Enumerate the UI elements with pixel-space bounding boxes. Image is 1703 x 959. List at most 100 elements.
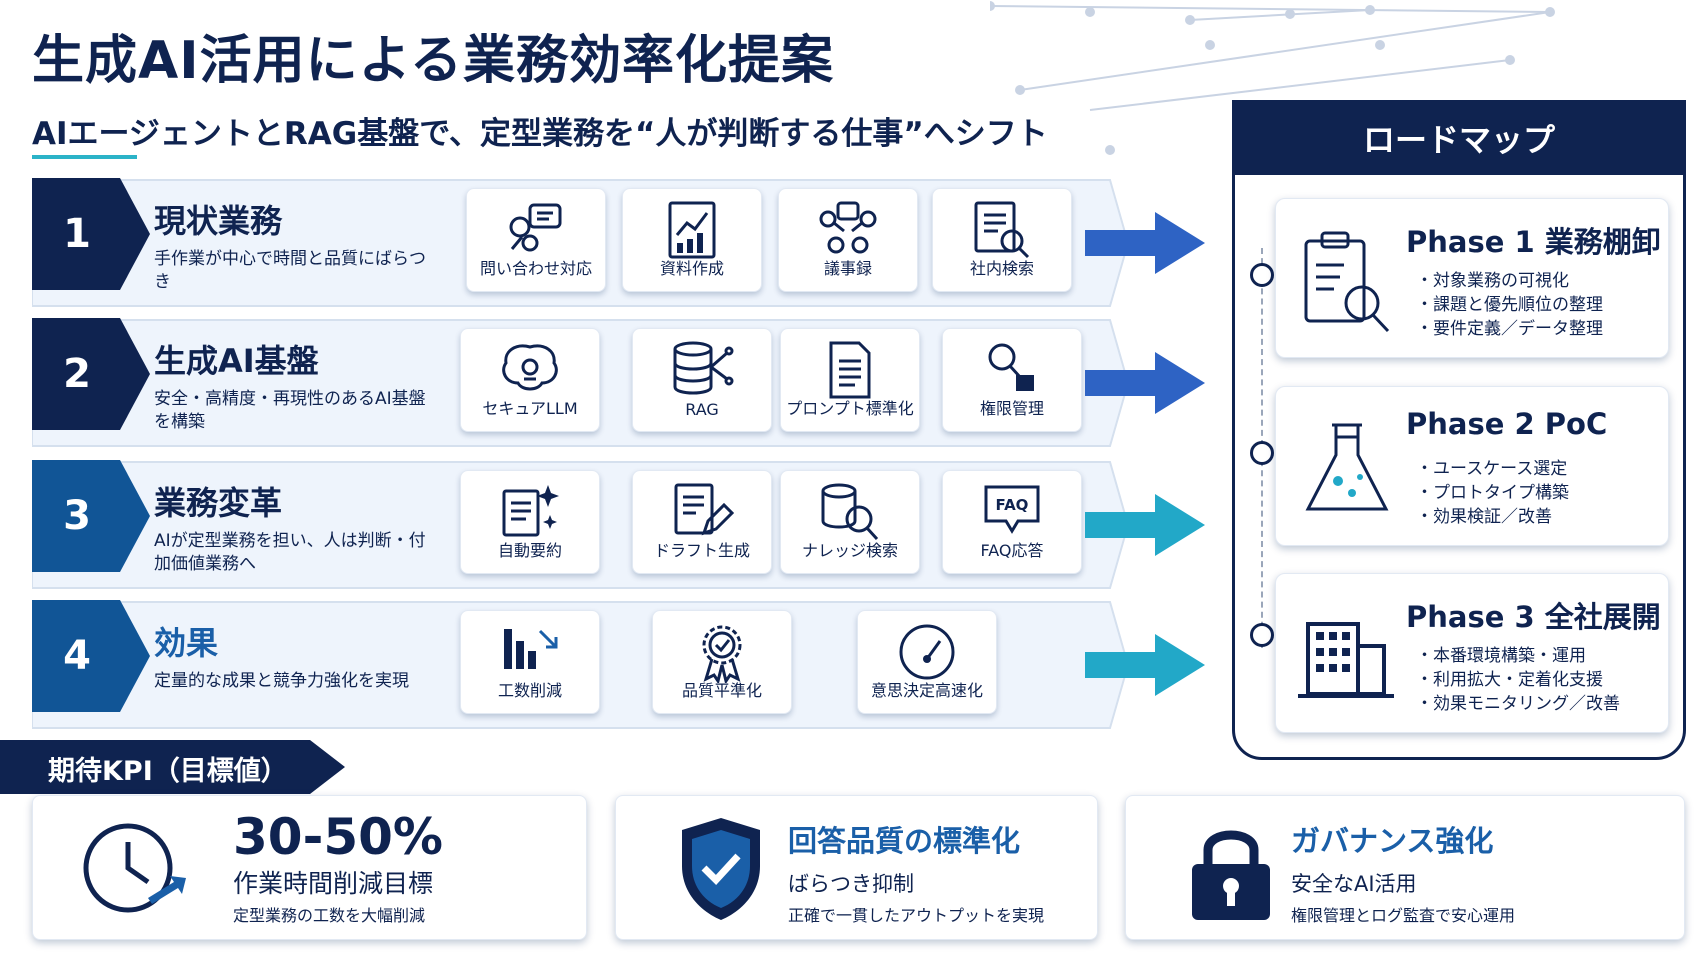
card-auto-summary: 自動要約: [460, 470, 600, 574]
card-label: 工数削減: [497, 681, 562, 700]
phase-item: ・効果モニタリング／改善: [1416, 694, 1620, 714]
flow-arrow: [1085, 494, 1205, 556]
phase-item: ・プロトタイプ構築: [1416, 483, 1569, 503]
phase-card-1: Phase 1 業務棚卸 ・対象業務の可視化 ・課題と優先順位の整理 ・要件定義…: [1275, 198, 1669, 358]
row-business-transformation: 3 業務変革 AIが定型業務を担い、人は判断・付加価値業務へ 自動要約 ドラフト…: [32, 460, 1132, 590]
row-number-badge: [32, 318, 150, 430]
card-label: セキュアLLM: [482, 399, 578, 418]
phase-items: ・ユースケース選定 ・プロトタイプ構築 ・効果検証／改善: [1416, 457, 1569, 529]
phase-title: Phase 1 業務棚卸: [1406, 225, 1661, 259]
kpi-card-time: 30-50% 作業時間削減目標 定型業務の工数を大幅削減: [32, 795, 587, 940]
kpi-note: 正確で一貫したアウトプットを実現: [788, 906, 1045, 925]
flask-icon: [1305, 423, 1389, 511]
kpi-card-governance: ガバナンス強化 安全なAI活用 権限管理とログ監査で安心運用: [1125, 795, 1685, 940]
row-number-badge: [32, 600, 150, 712]
card-label: 問い合わせ対応: [479, 259, 592, 278]
inquiry-icon: [509, 203, 562, 252]
card-label: RAG: [685, 400, 719, 419]
brain-icon: [502, 344, 558, 391]
row-number-badge: [32, 460, 150, 572]
faq-icon-text: FAQ: [996, 496, 1029, 514]
clock-arrow-icon: [83, 823, 186, 913]
phase-items: ・本番環境構築・運用 ・利用拡大・定着化支援 ・効果モニタリング／改善: [1416, 644, 1620, 716]
edit-document-icon: [674, 483, 734, 536]
phase-item: ・本番環境構築・運用: [1416, 646, 1586, 666]
card-label: ナレッジ検索: [801, 541, 898, 560]
subtitle-underline: [32, 155, 137, 159]
row-title: 現状業務: [154, 202, 283, 240]
card-faq: FAQ FAQ応答: [942, 470, 1082, 574]
card-knowledge-search: ナレッジ検索: [780, 470, 920, 574]
card-label: ドラフト生成: [653, 541, 750, 560]
card-rag: RAG: [632, 328, 772, 432]
kpi-card-quality: 回答品質の標準化 ばらつき抑制 正確で一貫したアウトプットを実現: [615, 795, 1098, 940]
row-title: 生成AI基盤: [154, 342, 319, 380]
phase-title: Phase 3 全社展開: [1406, 600, 1661, 634]
flow-arrow: [1085, 352, 1205, 414]
chart-document-icon: [668, 201, 716, 259]
kpi-label: 安全なAI活用: [1291, 872, 1417, 896]
roadmap-title: ロードマップ: [1232, 100, 1686, 175]
card-secure-llm: セキュアLLM: [460, 328, 600, 432]
row-effects: 4 効果 定量的な成果と競争力強化を実現 工数削減 品質平準化 意思決定高速化: [32, 600, 1132, 730]
row-description: 安全・高精度・再現性のあるAI基盤を構築: [154, 389, 426, 432]
card-internal-search: 社内検索: [932, 188, 1072, 292]
row-ai-platform: 2 生成AI基盤 安全・高精度・再現性のあるAI基盤を構築 セキュアLLM RA…: [32, 318, 1132, 448]
card-draft-generation: ドラフト生成: [632, 470, 772, 574]
card-label: 権限管理: [979, 399, 1044, 418]
gauge-icon: [899, 624, 955, 680]
card-label: 品質平準化: [681, 681, 762, 700]
card-inquiry: 問い合わせ対応: [466, 188, 606, 292]
sparkle-document-icon: [502, 485, 559, 537]
timeline-dot: [1250, 263, 1274, 287]
card-label: 資料作成: [659, 259, 724, 278]
row-description: 定量的な成果と競争力強化を実現: [154, 671, 409, 691]
shield-check-icon: [682, 818, 760, 920]
badge-check-icon: [702, 625, 742, 683]
phase-item: ・利用拡大・定着化支援: [1416, 670, 1603, 690]
row-description: AIが定型業務を担い、人は判断・付加価値業務へ: [154, 531, 426, 574]
card-quality-leveling: 品質平準化: [652, 610, 792, 714]
kpi-label: ばらつき抑制: [788, 872, 914, 896]
padlock-icon: [1192, 830, 1270, 920]
network-decoration: [990, 1, 1555, 155]
flow-arrow: [1085, 634, 1205, 696]
phase-card-3: Phase 3 全社展開 ・本番環境構築・運用 ・利用拡大・定着化支援 ・効果モ…: [1275, 573, 1669, 733]
kpi-value: 回答品質の標準化: [788, 824, 1021, 858]
kpi-note: 権限管理とログ監査で安心運用: [1291, 906, 1516, 925]
building-icon: [1298, 622, 1394, 698]
phase-item: ・ユースケース選定: [1416, 459, 1568, 479]
timeline-dot: [1250, 441, 1274, 465]
card-label: 意思決定高速化: [870, 681, 983, 700]
key-icon: [988, 343, 1034, 391]
timeline-dot: [1250, 623, 1274, 647]
row-title: 効果: [154, 624, 219, 662]
page-title: 生成AI活用による業務効率化提案: [32, 31, 835, 91]
row-number: 1: [63, 211, 91, 257]
phase-items: ・対象業務の可視化 ・課題と優先順位の整理 ・要件定義／データ整理: [1416, 269, 1603, 341]
phase-item: ・効果検証／改善: [1416, 507, 1552, 527]
faq-icon: FAQ: [984, 485, 1040, 534]
card-label: プロンプト標準化: [786, 399, 914, 418]
kpi-heading-tab: 期待KPI（目標値）: [0, 740, 350, 794]
phase-item: ・対象業務の可視化: [1416, 271, 1569, 291]
kpi-note: 定型業務の工数を大幅削減: [233, 906, 426, 925]
kpi-value: 30-50%: [233, 808, 444, 866]
page-subtitle: AIエージェントとRAG基盤で、定型業務を“人が判断する仕事”へシフト: [32, 116, 1048, 152]
database-search-icon: [821, 483, 879, 541]
card-meeting-minutes: 議事録: [778, 188, 918, 292]
card-label: 社内検索: [969, 259, 1034, 278]
bar-decrease-icon: [504, 629, 558, 669]
document-search-icon: [974, 201, 1030, 259]
card-effort-reduction: 工数削減: [460, 610, 600, 714]
row-title: 業務変革: [154, 484, 283, 522]
kpi-label: 作業時間削減目標: [233, 869, 434, 898]
phase-title: Phase 2 PoC: [1406, 407, 1608, 441]
kpi-heading: 期待KPI（目標値）: [48, 756, 288, 787]
card-label: 議事録: [823, 259, 872, 278]
phase-card-2: Phase 2 PoC ・ユースケース選定 ・プロトタイプ構築 ・効果検証／改善: [1275, 386, 1669, 546]
roadmap-panel: ロードマップ Phase 1 業務棚卸 ・対象業務の可視化 ・課題と優先順位の整…: [1232, 100, 1686, 760]
meeting-icon: [819, 201, 877, 254]
card-access-control: 権限管理: [942, 328, 1082, 432]
phase-item: ・要件定義／データ整理: [1416, 319, 1603, 339]
